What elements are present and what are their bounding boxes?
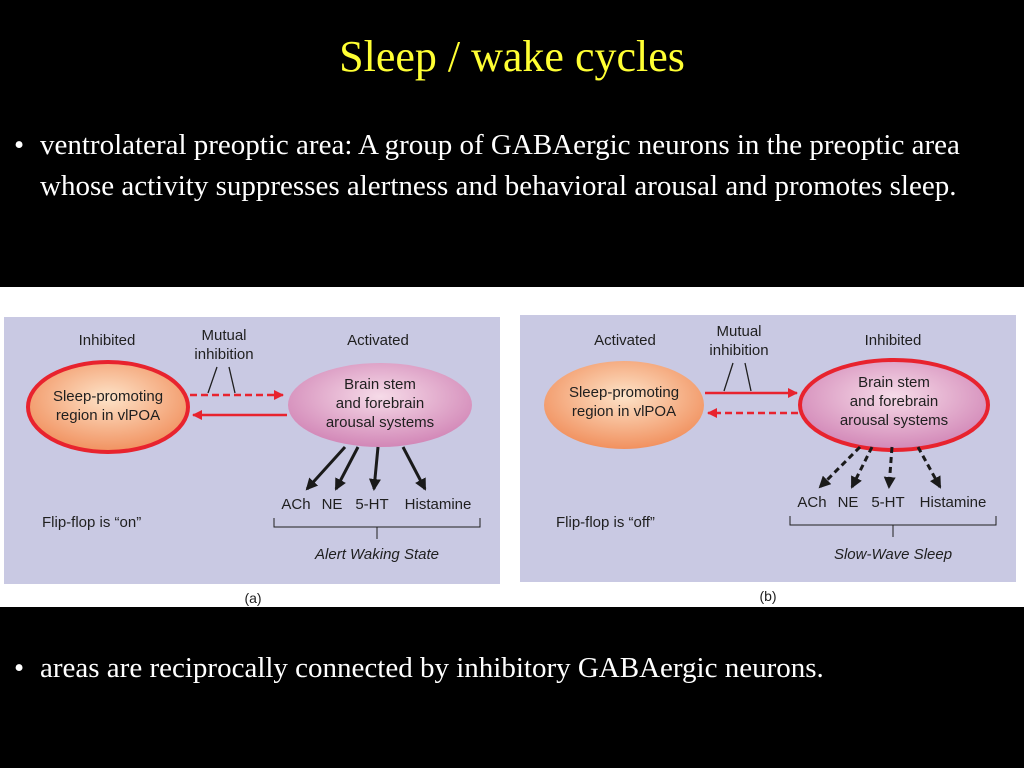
panel-a-arousal-node <box>288 363 472 447</box>
slide-title: Sleep / wake cycles <box>339 32 685 81</box>
panel-a-label-right: Activated <box>347 332 409 349</box>
panel-b-sleep-region-line1: Sleep-promoting <box>569 384 679 401</box>
panel-b-output-5ht: 5-HT <box>871 494 904 511</box>
flip-flop-diagram: Inhibited Mutual inhibition Activated Sl… <box>4 315 1016 606</box>
panel-a-arrow-ne <box>334 446 360 491</box>
panel-b-arrow-histamine <box>916 446 942 489</box>
panel-b-sleep-region-line2: region in vlPOA <box>572 403 676 420</box>
bullet-text: ventrolateral preoptic area: A group of … <box>40 129 960 202</box>
panel-b-label-inhibition: inhibition <box>709 342 768 359</box>
panel-a-arrow-histamine <box>401 446 427 491</box>
panel-b-flipflop-label: Flip-flop is “off” <box>556 514 655 531</box>
panel-b-output-histamine: Histamine <box>920 494 987 511</box>
panel-a-output-histamine: Histamine <box>405 496 472 513</box>
panel-b-arousal-line2: and forebrain <box>850 393 938 410</box>
panel-b-arousal-node <box>798 358 990 452</box>
panel-a-caption: (a) <box>244 590 261 606</box>
panel-b-background <box>520 315 1016 582</box>
panel-b-state-label: Slow-Wave Sleep <box>834 546 952 563</box>
panel-b-label-mutual: Mutual <box>716 323 761 340</box>
panel-a-inhibition-pointer <box>207 366 236 394</box>
panel-b-label-left: Activated <box>594 332 656 349</box>
panel-a-sleep-region-line1: Sleep-promoting <box>53 388 163 405</box>
panel-b: Activated Mutual inhibition Inhibited Sl… <box>520 315 1016 604</box>
panel-b-bracket <box>789 516 997 537</box>
panel-a-arrow-5ht <box>368 446 381 491</box>
panel-a-bracket <box>273 518 481 539</box>
bullet-vlpoa-definition: • ventrolateral preoptic area: A group o… <box>14 125 1000 207</box>
panel-a-output-5ht: 5-HT <box>355 496 388 513</box>
panel-a: Inhibited Mutual inhibition Activated Sl… <box>4 317 500 606</box>
panel-b-arrow-5ht <box>883 446 896 489</box>
panel-a-arousal-line1: Brain stem <box>344 376 416 393</box>
panel-a-arrow-ach <box>305 445 347 491</box>
panel-b-inhibition-pointer <box>723 362 752 392</box>
panel-a-label-left: Inhibited <box>79 332 136 349</box>
bullet-reciprocal-connection: • areas are reciprocally connected by in… <box>14 648 1000 689</box>
panel-b-sleep-region-node <box>544 361 704 449</box>
panel-a-sleep-region-line2: region in vlPOA <box>56 407 160 424</box>
panel-b-arousal-line3: arousal systems <box>840 412 948 429</box>
panel-b-arrow-ne <box>850 446 874 489</box>
panel-b-caption: (b) <box>759 588 776 604</box>
panel-b-arousal-line1: Brain stem <box>858 374 930 391</box>
bullet-glyph: • <box>14 652 25 684</box>
panel-a-output-ne: NE <box>322 496 343 513</box>
panel-a-label-mutual: Mutual <box>201 327 246 344</box>
flip-flop-figure: Inhibited Mutual inhibition Activated Sl… <box>0 287 1024 607</box>
panel-a-arousal-line3: arousal systems <box>326 414 434 431</box>
panel-b-output-ach: ACh <box>797 494 826 511</box>
panel-a-label-inhibition: inhibition <box>194 346 253 363</box>
panel-b-output-ne: NE <box>838 494 859 511</box>
bullet-text: areas are reciprocally connected by inhi… <box>40 652 824 684</box>
panel-a-output-ach: ACh <box>281 496 310 513</box>
panel-a-flipflop-label: Flip-flop is “on” <box>42 514 141 531</box>
panel-a-sleep-region-node <box>26 360 190 454</box>
bullet-glyph: • <box>14 129 25 161</box>
panel-a-state-label: Alert Waking State <box>314 546 439 563</box>
panel-b-label-right: Inhibited <box>865 332 922 349</box>
panel-a-arousal-line2: and forebrain <box>336 395 424 412</box>
